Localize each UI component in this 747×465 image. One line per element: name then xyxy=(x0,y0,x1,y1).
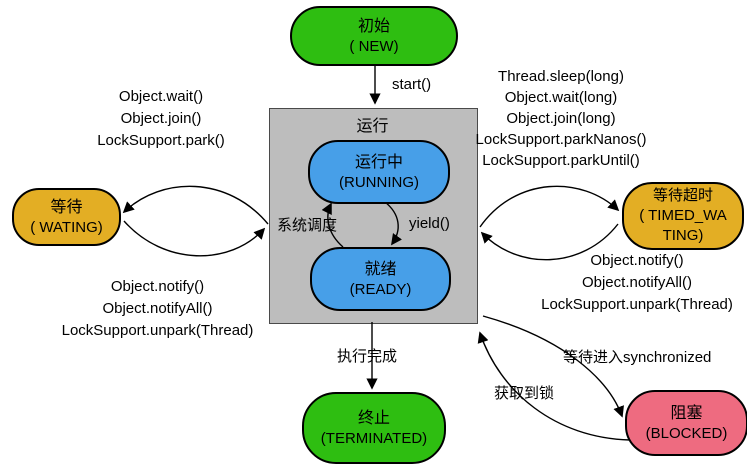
state-label-cn: 终止 xyxy=(357,409,390,427)
edge-label-acquire-lock: 获取到锁 xyxy=(494,385,555,402)
arrow-ready-to-running xyxy=(321,202,344,248)
arrow-run-to-blocked xyxy=(482,315,624,418)
arrow-run-to-timed-waiting xyxy=(479,185,620,228)
method-line: Object.notifyAll() xyxy=(581,274,693,291)
method-line: Thread.sleep(long) xyxy=(498,68,624,85)
arrow-waiting-to-run xyxy=(123,220,266,257)
edge-label-start: start() xyxy=(392,76,432,93)
methods-running-to-waiting: Object.wait() Object.join() LockSupport.… xyxy=(55,86,267,152)
method-line: Object.notify() xyxy=(110,278,205,295)
method-line: Object.wait(long) xyxy=(504,89,618,106)
state-node-running: 运行中 (RUNNING) xyxy=(308,140,450,204)
state-label-cn: 就绪 xyxy=(364,260,397,278)
method-line: LockSupport.parkNanos() xyxy=(475,131,647,148)
run-state-container-title: 运行 xyxy=(356,118,389,135)
state-label-cn: 等待超时 xyxy=(652,187,713,205)
state-label-en: ( WATING) xyxy=(30,218,103,236)
edge-label-wait-enter-synchronized: 等待进入synchronized xyxy=(563,349,712,366)
methods-running-to-timed-waiting: Thread.sleep(long) Object.wait(long) Obj… xyxy=(455,66,667,171)
method-line: LockSupport.unpark(Thread) xyxy=(541,296,733,313)
method-line: LockSupport.parkUntil() xyxy=(482,152,640,169)
state-label-en: ( NEW) xyxy=(349,37,399,55)
methods-waiting-to-running: Object.notify() Object.notifyAll() LockS… xyxy=(35,276,280,342)
state-label-cn: 阻塞 xyxy=(670,404,703,422)
method-line: LockSupport.unpark(Thread) xyxy=(61,322,254,339)
state-label-en: ( TIMED_WA xyxy=(639,207,727,225)
method-line: Object.join(long) xyxy=(506,110,616,127)
edge-label-yield: yield() xyxy=(409,215,450,232)
method-line: Object.notifyAll() xyxy=(102,300,213,317)
state-label-en: (TERMINATED) xyxy=(320,429,428,447)
state-label-cn: 初始 xyxy=(357,17,390,35)
state-node-timed-waiting: 等待超时 ( TIMED_WA TING) xyxy=(622,182,744,250)
state-label-en: (READY) xyxy=(349,280,412,298)
state-label-cn: 等待 xyxy=(50,198,83,216)
method-line: Object.notify() xyxy=(590,252,684,269)
state-label-cn: 运行中 xyxy=(354,153,403,171)
state-node-blocked: 阻塞 (BLOCKED) xyxy=(625,390,747,456)
state-node-new: 初始 ( NEW) xyxy=(290,6,458,66)
state-node-ready: 就绪 (READY) xyxy=(310,247,451,311)
state-label-en: TING) xyxy=(662,226,704,244)
methods-timed-waiting-to-running: Object.notify() Object.notifyAll() LockS… xyxy=(528,250,746,316)
edge-label-system-schedule: 系统调度 xyxy=(277,217,338,234)
edge-label-execution-finished: 执行完成 xyxy=(337,348,398,365)
state-label-en: (BLOCKED) xyxy=(645,424,728,442)
state-label-en: (RUNNING) xyxy=(339,173,419,191)
arrow-timed-waiting-to-run xyxy=(480,223,619,261)
arrow-run-to-waiting xyxy=(122,185,269,225)
method-line: Object.wait() xyxy=(118,88,204,105)
arrow-blocked-to-run xyxy=(477,331,631,441)
state-node-waiting: 等待 ( WATING) xyxy=(12,188,121,246)
method-line: Object.join() xyxy=(120,110,202,127)
state-node-terminated: 终止 (TERMINATED) xyxy=(302,392,446,464)
method-line: LockSupport.park() xyxy=(97,132,225,149)
arrow-running-to-ready xyxy=(384,201,403,246)
